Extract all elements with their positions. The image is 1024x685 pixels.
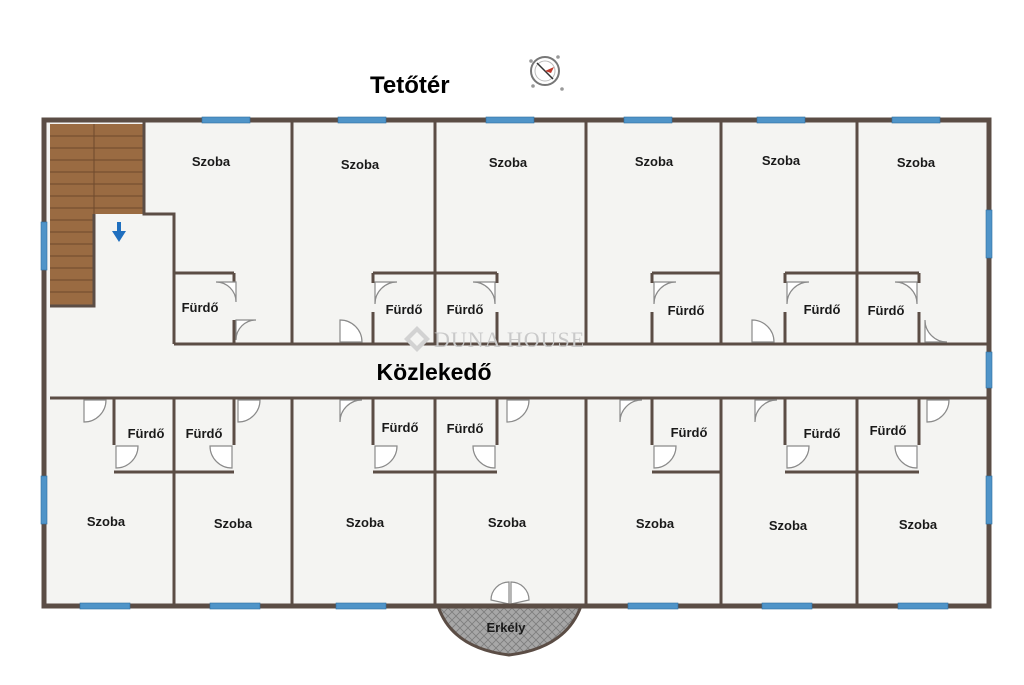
- balcony: [435, 604, 584, 657]
- room-label: Szoba: [346, 515, 385, 530]
- windows: [40, 116, 993, 610]
- duna-house-logo-icon: [404, 326, 430, 352]
- bathroom-label: Fürdő: [382, 420, 419, 435]
- room-label: Szoba: [488, 515, 527, 530]
- room-label: Szoba: [192, 154, 231, 169]
- interior-walls: [50, 120, 988, 606]
- room-label: Szoba: [489, 155, 528, 170]
- room-label: Szoba: [762, 153, 801, 168]
- bathroom-label: Fürdő: [804, 426, 841, 441]
- bathroom-label: Fürdő: [182, 300, 219, 315]
- bathroom-label: Fürdő: [868, 303, 905, 318]
- bathroom-label: Fürdő: [186, 426, 223, 441]
- watermark-text: DUNA HOUSE: [434, 327, 585, 352]
- page-title: Tetőtér: [370, 72, 450, 99]
- bathroom-label: Fürdő: [128, 426, 165, 441]
- room-label: Szoba: [899, 517, 938, 532]
- bathroom-label: Fürdő: [804, 302, 841, 317]
- stair-down-arrow-icon: [112, 222, 126, 242]
- balcony-label: Erkély: [486, 620, 526, 635]
- room-label: Szoba: [897, 155, 936, 170]
- room-label: Szoba: [636, 516, 675, 531]
- staircase: [50, 124, 144, 306]
- bathroom-label: Fürdő: [447, 302, 484, 317]
- bathroom-label: Fürdő: [671, 425, 708, 440]
- corridor-label: Közlekedő: [376, 359, 491, 385]
- bathroom-label: Fürdő: [447, 421, 484, 436]
- room-label: Szoba: [87, 514, 126, 529]
- compass-icon: [529, 55, 564, 91]
- bathroom-label: Fürdő: [386, 302, 423, 317]
- room-label: Szoba: [341, 157, 380, 172]
- room-label: Szoba: [769, 518, 808, 533]
- door-swings: [83, 281, 950, 605]
- bathroom-label: Fürdő: [668, 303, 705, 318]
- watermark: DUNA HOUSE: [404, 326, 585, 352]
- floor-area: [44, 120, 989, 606]
- room-label: Szoba: [214, 516, 253, 531]
- room-label: Szoba: [635, 154, 674, 169]
- bathroom-label: Fürdő: [870, 423, 907, 438]
